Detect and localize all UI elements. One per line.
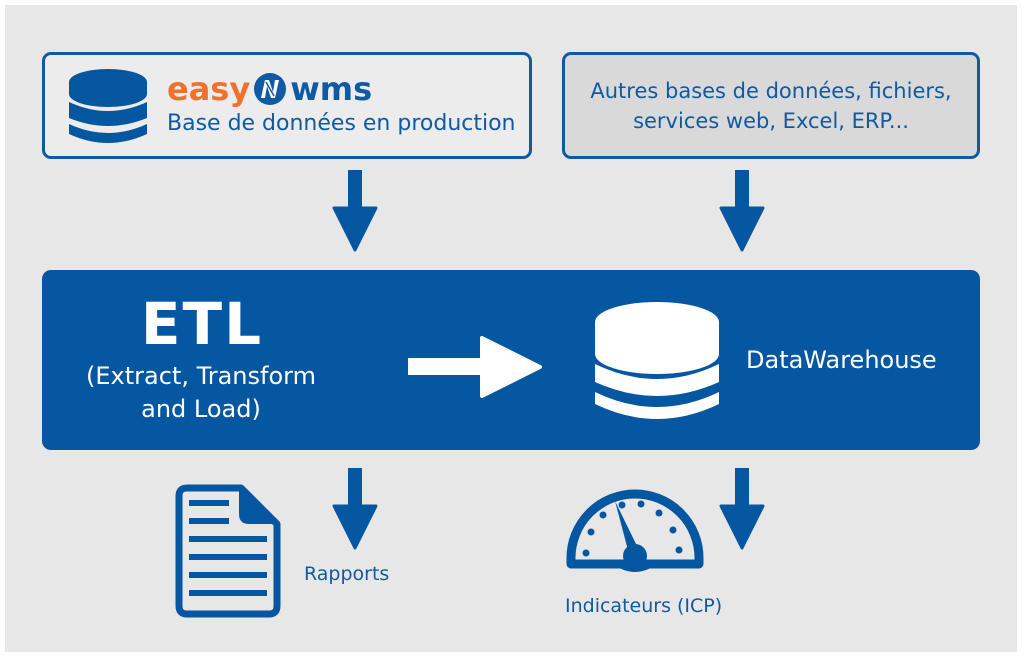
n-logo-icon bbox=[254, 73, 287, 105]
etl-title: ETL bbox=[140, 290, 264, 358]
arrow-down-icon bbox=[719, 170, 765, 252]
arrow-down-icon bbox=[719, 468, 765, 550]
etl-subtitle: (Extract, Transform and Load) bbox=[42, 360, 360, 426]
etl-band: ETL (Extract, Transform and Load) DataWa… bbox=[42, 270, 980, 450]
document-icon bbox=[175, 484, 281, 618]
etl-subtitle-line2: and Load) bbox=[141, 395, 261, 423]
other-sources-line2: services web, Excel, ERP... bbox=[633, 108, 909, 133]
datawarehouse-label: DataWarehouse bbox=[746, 346, 937, 374]
other-sources-line1: Autres bases de données, fichiers, bbox=[590, 78, 952, 103]
indicateurs-label: Indicateurs (ICP) bbox=[565, 595, 723, 617]
source-other-box: Autres bases de données, fichiers, servi… bbox=[562, 52, 980, 159]
source-production-db-box: easy wms Base de données en production bbox=[42, 52, 532, 159]
other-sources-text: Autres bases de données, fichiers, servi… bbox=[590, 76, 951, 136]
database-icon bbox=[69, 69, 147, 143]
arrow-right-icon bbox=[408, 336, 542, 398]
easywms-logo: easy wms bbox=[167, 70, 373, 108]
database-icon bbox=[595, 302, 719, 419]
arrow-down-icon bbox=[332, 170, 378, 252]
gauge-icon bbox=[566, 489, 704, 572]
logo-easy-text: easy bbox=[167, 70, 251, 108]
logo-wms-text: wms bbox=[290, 70, 373, 108]
etl-subtitle-line1: (Extract, Transform bbox=[86, 362, 316, 390]
production-db-label: Base de données en production bbox=[167, 111, 516, 136]
rapports-label: Rapports bbox=[304, 563, 390, 585]
arrow-down-icon bbox=[332, 468, 378, 550]
